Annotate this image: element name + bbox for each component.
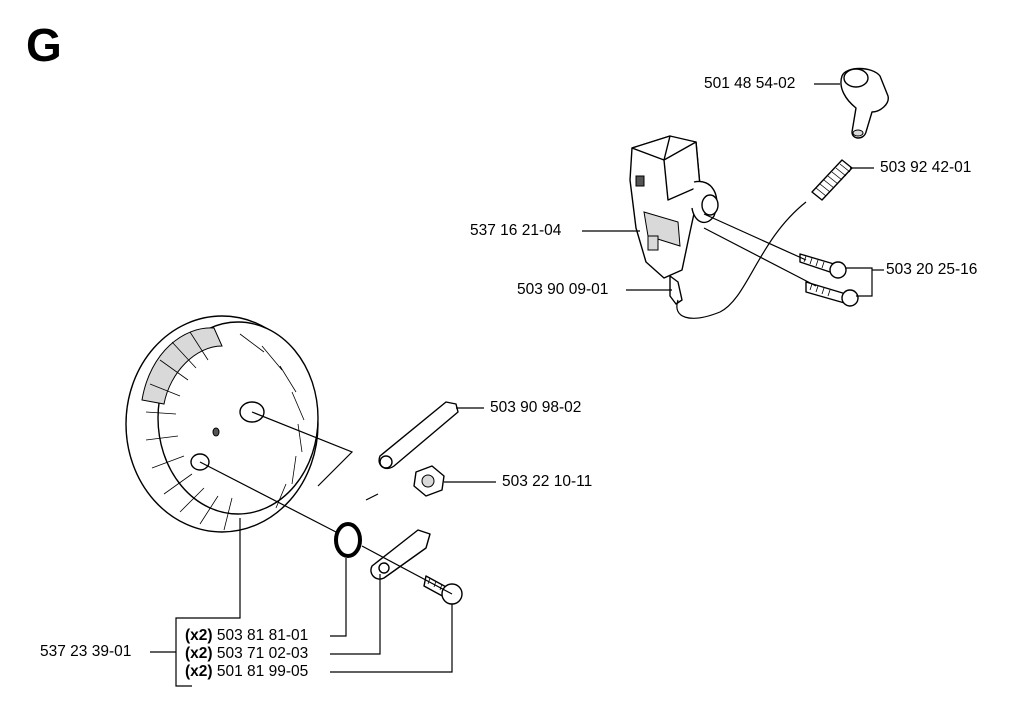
spring-drawing: [811, 159, 853, 201]
pawl-drawing: [370, 529, 431, 580]
part-label-nut: 503 22 10-11: [502, 474, 592, 490]
part-label-terminal: 503 90 09-01: [517, 282, 608, 298]
ring-drawing: [334, 522, 362, 558]
part-label-module-screws: 503 20 25-16: [886, 262, 977, 278]
section-letter: G: [26, 19, 62, 71]
assembly-lines: [199, 213, 817, 595]
part-label-spark-plug-cap: 501 48 54-02: [704, 76, 795, 92]
part-number: 503 20 25-16: [886, 261, 978, 278]
part-label-ring: (x2) 503 81 81-01: [185, 628, 308, 644]
part-number: 503 90 09-01: [517, 281, 609, 298]
part-label-flywheel: 537 23 39-01: [40, 644, 131, 660]
flywheel-drawing: [125, 315, 319, 533]
part-label-ignition-module: 537 16 21-04: [470, 223, 561, 239]
part-label-shoulder-screw: (x2) 501 81 99-05: [185, 664, 308, 680]
part-number: 503 90 98-02: [490, 399, 582, 416]
part-number: 501 48 54-02: [704, 75, 796, 92]
part-quantity: (x2): [185, 663, 213, 680]
spark-plug-cap-drawing: [840, 67, 889, 139]
shoulder-screw-drawing: [423, 575, 463, 605]
part-number: 503 22 10-11: [502, 473, 593, 490]
leader-lines: [150, 83, 884, 687]
part-number: 537 23 39-01: [40, 643, 132, 660]
part-number: 503 92 42-01: [880, 159, 972, 176]
part-number: 537 16 21-04: [470, 222, 562, 239]
part-number: 503 71 02-03: [216, 645, 309, 662]
part-quantity: (x2): [185, 627, 213, 644]
part-label-pawl: (x2) 503 71 02-03: [185, 646, 308, 662]
ignition-module-drawing: [629, 135, 807, 319]
arm-drawing: [378, 401, 459, 470]
part-label-arm: 503 90 98-02: [490, 400, 581, 416]
part-number: 503 81 81-01: [216, 627, 309, 644]
part-label-spring: 503 92 42-01: [880, 160, 971, 176]
part-quantity: (x2): [185, 645, 213, 662]
nut-drawing: [413, 465, 445, 497]
module-screws-drawing: [799, 253, 859, 307]
part-number: 501 81 99-05: [216, 663, 309, 680]
